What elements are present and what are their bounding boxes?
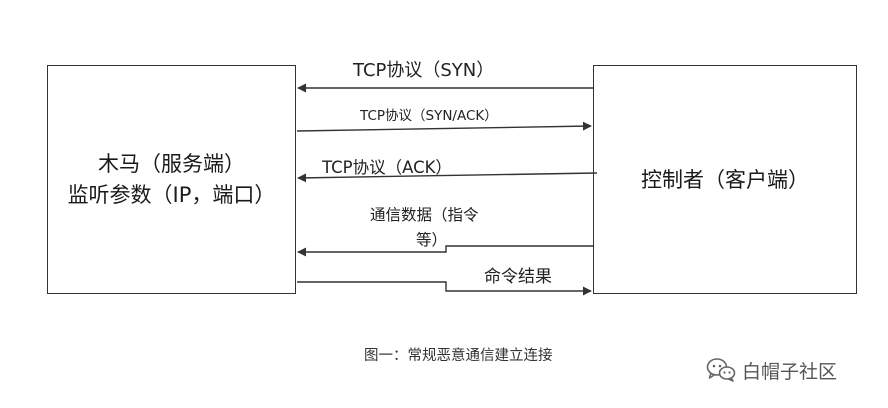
wechat-icon	[706, 358, 736, 382]
controller-client-box: 控制者（客户端）	[593, 65, 857, 294]
trojan-server-text: 木马（服务端） 监听参数（IP，端口）	[67, 149, 277, 211]
arrow-result	[297, 281, 592, 296]
trojan-server-params: 监听参数（IP，端口）	[67, 182, 276, 207]
label-syn-ack: TCP协议（SYN/ACK）	[360, 108, 498, 124]
trojan-server-title: 木马（服务端）	[98, 151, 245, 176]
label-ack: TCP协议（ACK）	[322, 158, 452, 177]
arrow-syn-ack	[296, 121, 592, 132]
watermark: 白帽子社区	[706, 356, 837, 384]
label-syn: TCP协议（SYN）	[353, 60, 495, 81]
arrow-ack	[297, 172, 598, 183]
watermark-text: 白帽子社区	[742, 360, 838, 383]
label-data-line1: 通信数据（指令	[370, 206, 479, 224]
figure-caption: 图一：常规恶意通信建立连接	[364, 348, 553, 364]
trojan-server-box: 木马（服务端） 监听参数（IP，端口）	[47, 65, 296, 294]
arrow-data	[297, 245, 593, 257]
label-data-line2: 等）	[416, 231, 448, 249]
controller-client-label: 控制者（客户端）	[641, 167, 809, 192]
label-result: 命令结果	[484, 267, 552, 287]
